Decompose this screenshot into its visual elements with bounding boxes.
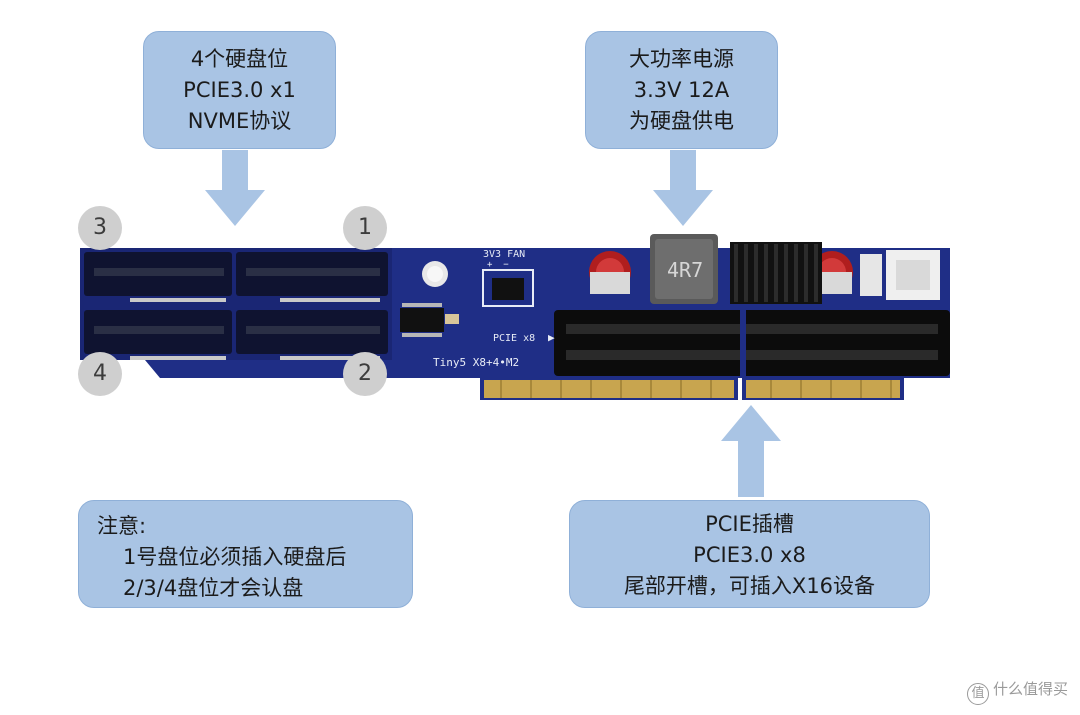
- bay-number-badge: 2: [343, 352, 387, 396]
- pcie-x8-label: PCIE x8: [493, 333, 536, 344]
- fan-header-label: 3V3 FAN: [483, 249, 526, 260]
- callout-pcie-slot: PCIE插槽 PCIE3.0 x8 尾部开槽，可插入X16设备: [569, 500, 930, 608]
- callout-note-line-2: 1号盘位必须插入硬盘后: [123, 545, 347, 569]
- fan-polarity-label: + −: [487, 260, 509, 270]
- slot-direction-triangle-icon: ▶: [548, 331, 555, 344]
- watermark-logo-icon: 值: [966, 683, 989, 705]
- bay-number-badge: 4: [78, 352, 122, 396]
- callout-pcie-slot-line-2: PCIE3.0 x8: [693, 543, 806, 567]
- bay-number-badge: 1: [343, 206, 387, 250]
- callout-power-line-1: 大功率电源: [629, 47, 734, 71]
- callout-pcie-slot-line-3: 尾部开槽，可插入X16设备: [623, 574, 876, 598]
- callout-power-line-2: 3.3V 12A: [633, 78, 730, 102]
- callout-power: 大功率电源 3.3V 12A 为硬盘供电: [585, 31, 778, 149]
- callout-power-line-3: 为硬盘供电: [629, 109, 734, 133]
- callout-drive-bays-line-2: PCIE3.0 x1: [183, 78, 296, 102]
- arrow-up-to-pcie-icon: [721, 405, 781, 497]
- watermark-text: 什么值得买: [992, 680, 1068, 698]
- callout-drive-bays-line-3: NVME协议: [187, 109, 292, 133]
- nvme-adapter-board: [80, 234, 950, 400]
- callout-note-line-1: 注意:: [97, 514, 147, 538]
- bay-number-badge: 3: [78, 206, 122, 250]
- inductor-marking: 4R7: [667, 258, 704, 282]
- watermark: 值什么值得买: [966, 678, 1068, 705]
- callout-pcie-slot-line-1: PCIE插槽: [705, 512, 794, 536]
- model-label: Tiny5 X8+4•M2: [433, 356, 520, 369]
- callout-note-line-3: 2/3/4盘位才会认盘: [123, 576, 304, 600]
- callout-note: 注意: 1号盘位必须插入硬盘后 2/3/4盘位才会认盘: [78, 500, 413, 608]
- arrow-down-to-power-icon: [653, 150, 713, 226]
- callout-drive-bays-line-1: 4个硬盘位: [190, 47, 289, 71]
- arrow-down-to-bays-icon: [205, 150, 265, 226]
- callout-drive-bays: 4个硬盘位 PCIE3.0 x1 NVME协议: [143, 31, 336, 149]
